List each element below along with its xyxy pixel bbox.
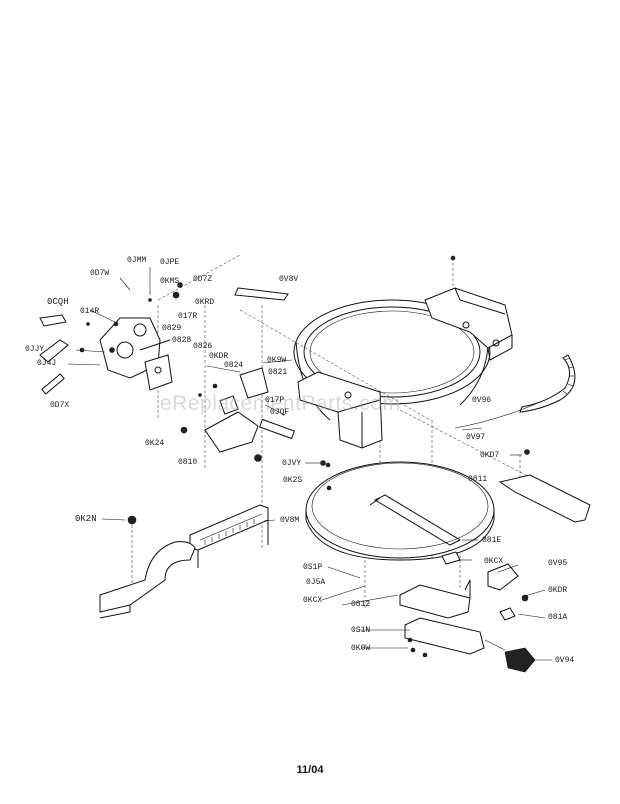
miter-fence-arm [189,504,269,568]
label-0KDR-top: 0KDR [209,352,229,361]
label-0811: 0811 [468,475,488,484]
label-0K2S: 0K2S [283,476,303,485]
fence-scale-ticks [204,519,255,545]
label-0JVY: 0JVY [282,459,302,468]
front-housing [297,371,383,449]
label-0JPE: 0JPE [160,258,180,267]
label-0828: 0828 [172,336,192,345]
label-0D7X: 0D7X [50,401,70,410]
page-footer-date: 11/04 [296,764,324,776]
screw-0kd7 [524,449,530,455]
label-017P: 017P [265,396,285,405]
part-0v97-pointer [454,399,546,429]
label-0812: 0812 [351,600,371,609]
label-0J4J: 0J4J [37,359,57,368]
label-0K9W: 0K9W [267,356,287,365]
label-0K2N: 0K2N [75,514,97,524]
watermark: eReplacementParts.com [160,392,401,415]
label-0821: 0821 [268,368,288,377]
screw-0k2n [127,515,137,525]
part-0v96-scale [519,354,576,413]
leader-lines [67,267,552,661]
label-0J5A: 0J5A [306,578,326,587]
scale-ticks [562,357,574,395]
label-0V95: 0V95 [548,559,568,568]
screw-0jvy [320,460,326,466]
label-0S1N: 0S1N [351,626,371,635]
label-0KCX-right: 0KCX [484,557,504,566]
label-0V8M: 0V8M [280,516,300,525]
label-0KDR-right: 0KDR [548,586,568,595]
part-0811 [498,474,591,523]
lock-assembly [399,551,536,673]
base-left-extension [99,541,196,619]
label-0K0W: 0K0W [351,644,371,653]
turntable-disk [305,461,495,561]
label-0JJY: 0JJY [25,345,45,354]
label-081E: 081E [482,536,502,545]
label-0824: 0824 [224,361,244,370]
label-0810: 0810 [178,458,198,467]
label-081A: 081A [548,613,568,622]
part-0v8v-strip [234,287,289,301]
label-0CQH: 0CQH [47,297,69,307]
label-0JMM: 0JMM [127,256,147,265]
label-0D7Z: 0D7Z [193,275,213,284]
label-0KMS: 0KMS [160,277,180,286]
label-0829: 0829 [162,324,182,333]
label-0V8V: 0V8V [279,275,299,284]
rear-bracket [424,255,513,361]
turntable-ring [293,299,491,421]
label-0826: 0826 [193,342,213,351]
bevel-assembly [39,282,183,395]
label-017R: 017R [178,312,198,321]
label-0KCX-left: 0KCX [303,596,323,605]
label-0V97: 0V97 [466,433,486,442]
label-0V96: 0V96 [472,396,492,405]
label-0JQF: 0JQF [270,408,290,417]
label-0KD7: 0KD7 [480,451,500,460]
label-0V94: 0V94 [555,656,575,665]
label-0S1P: 0S1P [303,563,323,572]
label-014R: 014R [80,307,100,316]
label-0K24: 0K24 [145,439,165,448]
label-0KRD: 0KRD [195,298,215,307]
clamp-assembly [180,367,295,462]
label-0D7W: 0D7W [90,269,110,278]
